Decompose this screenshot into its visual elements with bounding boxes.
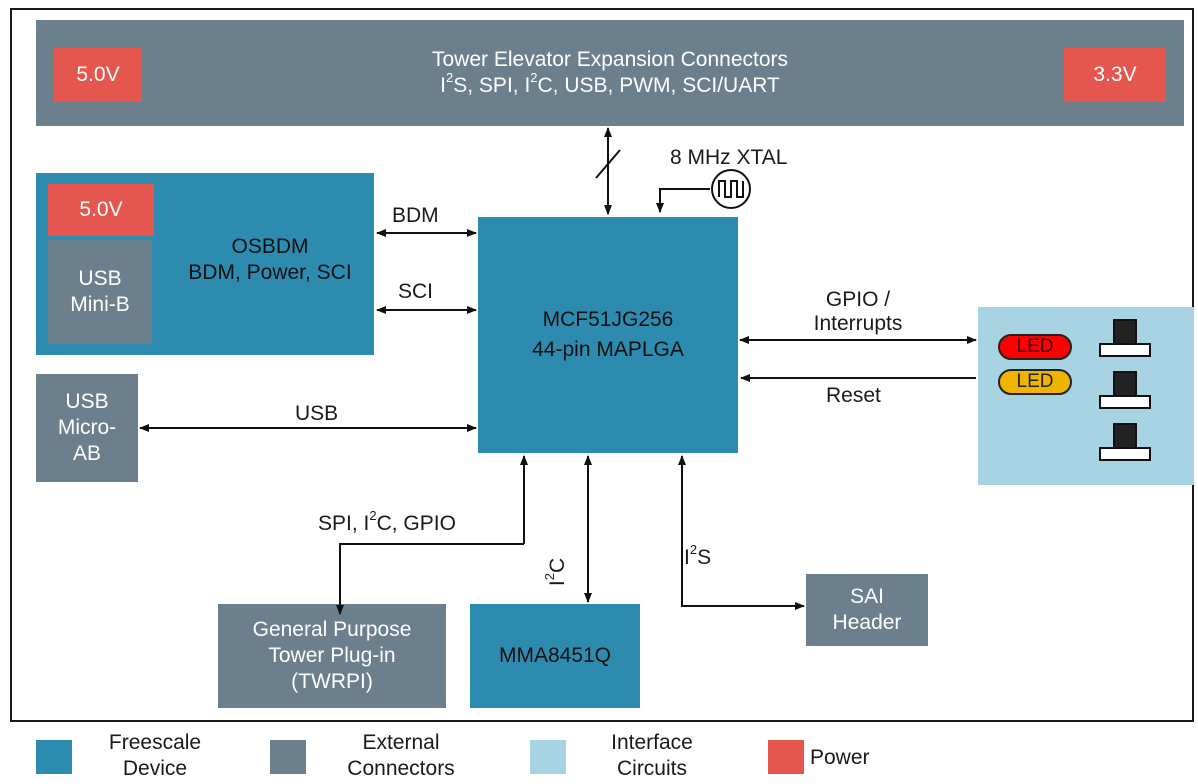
pushbutton-3-icon	[1099, 423, 1151, 461]
i2s-label: I2S	[684, 542, 712, 569]
mcu-part-number: MCF51JG256	[542, 308, 674, 331]
power-3v3-elevator: 3.3V	[1064, 48, 1166, 102]
twrpi-connector: General Purpose Tower Plug-in (TWRPI)	[218, 604, 446, 708]
gpio-interrupts-label: GPIO / Interrupts	[813, 288, 903, 335]
spi-i2c-gpio-label: SPI, I2C, GPIO	[318, 508, 456, 535]
elevator-title: Tower Elevator Expansion Connectors	[431, 48, 788, 71]
mma8451q-accelerometer: MMA8451Q	[470, 604, 640, 708]
reset-label: Reset	[826, 384, 881, 407]
power-5v-elevator: 5.0V	[54, 48, 142, 102]
pushbutton-1-icon	[1099, 319, 1151, 357]
twrpi-wire	[336, 543, 524, 615]
legend-swatch-external	[270, 740, 306, 774]
usb-micro-ab-connector: USB Micro-AB	[36, 374, 138, 482]
xtal-label: 8 MHz XTAL	[670, 146, 788, 169]
tower-elevator-connectors: Tower Elevator Expansion Connectors I2S,…	[36, 20, 1184, 126]
sci-label: SCI	[398, 280, 434, 303]
xtal-wire	[656, 188, 710, 213]
i2s-wire	[678, 455, 805, 610]
i2c-label: I2C	[542, 557, 570, 587]
sai-header-connector: SAI Header	[806, 574, 928, 646]
pushbutton-icons	[1099, 319, 1151, 461]
osbdm-title: OSBDM	[231, 235, 309, 258]
led-yellow: LED	[998, 369, 1072, 395]
power-5v-osbdm: 5.0V	[48, 184, 154, 236]
osbdm-label: OSBDM BDM, Power, SCI	[175, 232, 365, 288]
mcu-package: 44-pin MAPLGA	[532, 338, 684, 361]
bdm-label: BDM	[392, 204, 439, 227]
legend-swatch-power	[768, 740, 804, 774]
legend-label-freescale: Freescale Device	[108, 731, 202, 780]
legend-swatch-interface	[530, 740, 566, 774]
osbdm-subtitle: BDM, Power, SCI	[188, 261, 352, 284]
usb-mini-b-connector: USB Mini-B	[48, 240, 152, 344]
usb-label: USB	[295, 402, 339, 425]
legend-swatch-freescale	[36, 740, 72, 774]
legend-label-power: Power	[810, 746, 870, 769]
mcu-block: MCF51JG256 44-pin MAPLGA	[478, 217, 738, 453]
bus-slash	[595, 149, 621, 179]
pushbutton-2-icon	[1099, 371, 1151, 409]
led-red: LED	[998, 334, 1072, 360]
legend-label-external: External Connectors	[347, 731, 455, 780]
elevator-signals: I2S, SPI, I2C, USB, PWM, SCI/UART	[440, 70, 780, 97]
legend-label-interface: Interface Circuits	[611, 731, 693, 780]
